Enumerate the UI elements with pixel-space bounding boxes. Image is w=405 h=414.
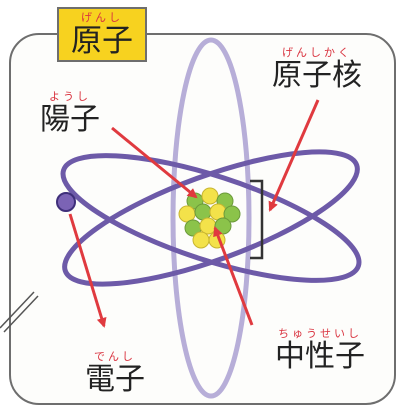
title-ruby: げんし [81,11,123,24]
nucleus-bracket [250,179,264,260]
edge-pointer [3,295,39,333]
neutron-ruby: ちゅうせいし [278,327,362,340]
arrow-nucleus [268,99,320,212]
orbit-lower [60,153,362,283]
neutron-label: ちゅうせいし 中性子 [255,327,385,374]
neutron-text: 中性子 [275,339,365,374]
title-label: げんし 原子 [59,11,145,58]
proton-particle [199,217,217,235]
title-text: 原子 [71,23,133,59]
proton-text: 陽子 [40,102,100,137]
proton-ruby: ようし [49,90,91,103]
nucleus [178,187,241,249]
neutron-particle [223,205,241,223]
electron-ruby: でんし [94,350,136,363]
electron-particle [56,192,76,212]
electron-label: でんし 電子 [70,350,160,397]
proton-particle [201,187,219,205]
orbit-vertical [170,37,252,399]
nucleus-text: 原子核 [272,58,362,93]
electron-text: 電子 [85,362,145,397]
arrow-proton [111,126,198,199]
nucleus-label: げんしかく 原子核 [262,46,372,93]
title-box: げんし 原子 [57,7,147,62]
edge-pointer [0,291,35,329]
proton-particle [192,231,210,249]
arrow-neutron [213,226,254,326]
proton-label: ようし 陽子 [30,90,110,137]
arrow-electron [68,213,107,328]
nucleus-ruby: げんしかく [282,46,352,59]
